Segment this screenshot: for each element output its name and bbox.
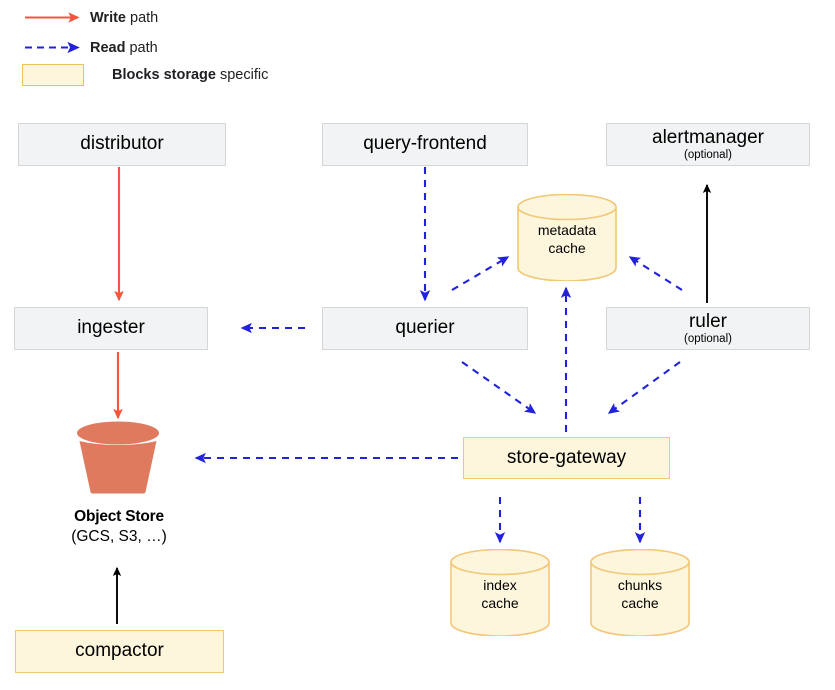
node-store-gateway-label: store-gateway [506, 446, 627, 468]
object-store-caption: Object Store (GCS, S3, …) [24, 508, 214, 546]
legend-blocks-storage-swatch [22, 64, 84, 86]
chunks-cache-cylinder-icon [590, 549, 690, 636]
node-query-frontend[interactable]: query-frontend [322, 123, 528, 166]
node-compactor[interactable]: compactor [15, 630, 224, 673]
index-cache-cylinder-icon [450, 549, 550, 636]
node-querier-label: querier [395, 317, 455, 339]
node-alertmanager-label: alertmanager [652, 126, 764, 148]
index-cache-label: index cache [450, 577, 550, 612]
chunks-cache-label: chunks cache [590, 577, 690, 612]
node-alertmanager-sublabel: (optional) [684, 149, 732, 162]
node-compactor-label: compactor [75, 640, 164, 662]
metadata-cache-label-line2: cache [548, 239, 586, 256]
node-store-gateway[interactable]: store-gateway [463, 437, 670, 479]
metadata-cache-label: metadata cache [517, 222, 617, 257]
chunks-cache-label-line2: cache [621, 594, 659, 611]
node-alertmanager[interactable]: alertmanager (optional) [606, 123, 810, 166]
legend-read-path-strong: Read [90, 40, 126, 56]
metadata-cache-cylinder-icon [517, 194, 617, 281]
edge-ruler-to-store-gateway [607, 361, 681, 414]
object-store-title: Object Store [74, 508, 164, 525]
legend-item-read-path: Read path [90, 37, 158, 59]
cache-metadata[interactable]: metadata cache [517, 194, 617, 281]
cache-chunks[interactable]: chunks cache [590, 549, 690, 636]
legend-blocks-storage-rest: specific [215, 67, 269, 83]
legend-read-path-rest: path [125, 40, 158, 56]
object-store-subtitle: (GCS, S3, …) [71, 528, 167, 545]
cache-index[interactable]: index cache [450, 549, 550, 636]
node-ruler-label: ruler [688, 310, 727, 332]
edge-querier-to-metadata-cache [451, 256, 510, 291]
node-querier[interactable]: querier [322, 307, 528, 350]
object-store-bucket-icon [77, 421, 159, 494]
index-cache-label-line1: index [483, 577, 517, 593]
edge-ruler-to-metadata-cache [628, 256, 683, 291]
node-ruler[interactable]: ruler (optional) [606, 307, 810, 350]
legend-write-path-rest: path [126, 10, 159, 26]
legend-item-blocks-storage: Blocks storage specific [22, 64, 268, 86]
node-query-frontend-label: query-frontend [363, 133, 487, 155]
edge-querier-to-store-gateway [461, 361, 537, 414]
node-object-store[interactable] [76, 421, 160, 495]
node-ingester[interactable]: ingester [14, 307, 208, 350]
legend-blocks-storage-label: Blocks storage specific [112, 67, 268, 83]
node-ingester-label: ingester [77, 317, 145, 339]
legend-blocks-storage-strong: Blocks storage [112, 67, 216, 83]
metadata-cache-label-line1: metadata [537, 222, 597, 238]
node-distributor-label: distributor [80, 133, 164, 155]
legend-write-path-strong: Write [90, 10, 126, 26]
index-cache-label-line2: cache [481, 594, 519, 611]
chunks-cache-label-line1: chunks [617, 577, 663, 593]
node-ruler-sublabel: (optional) [684, 333, 732, 346]
legend-read-path-label: Read path [90, 40, 158, 56]
node-distributor[interactable]: distributor [18, 123, 226, 166]
legend-write-path-label: Write path [90, 10, 158, 26]
legend-item-write-path: Write path [90, 7, 158, 29]
